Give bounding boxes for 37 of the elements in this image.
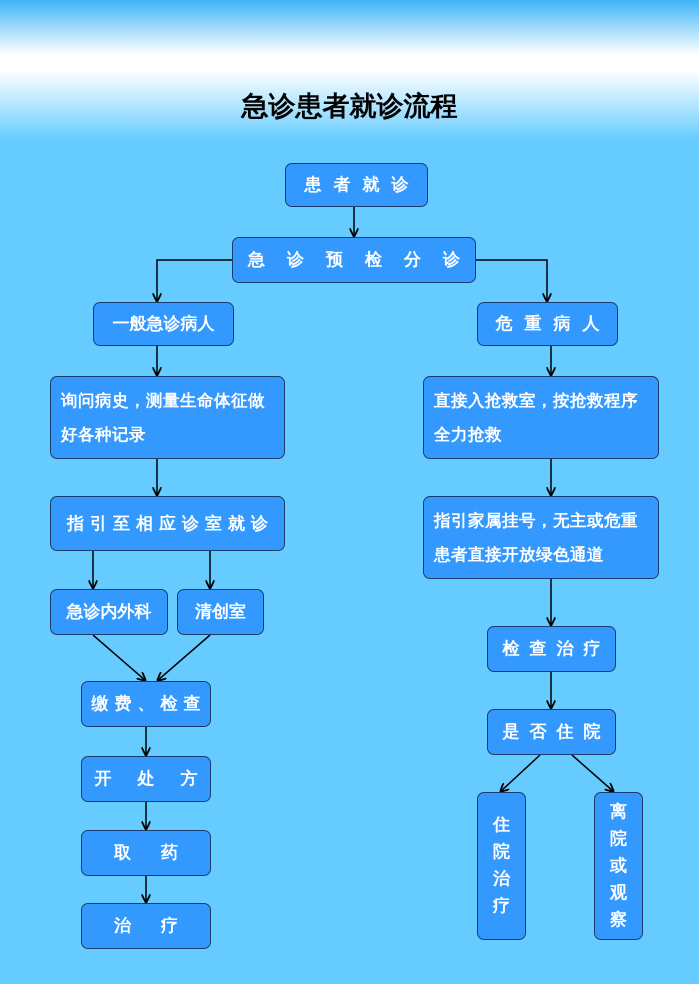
- process-box: 急诊预检分诊: [232, 237, 476, 283]
- arrow: [546, 459, 556, 497]
- arrow: [204, 551, 216, 590]
- arrow: [152, 259, 232, 303]
- process-box: 是否住院: [487, 709, 616, 755]
- arrow: [92, 634, 147, 682]
- process-box: 危重病人: [477, 302, 618, 346]
- process-box: 开处方: [81, 756, 211, 802]
- process-box: 指引至相应诊室就诊: [50, 496, 285, 551]
- process-box: 住院治疗: [477, 792, 526, 940]
- arrow: [88, 551, 98, 590]
- arrow: [546, 672, 556, 710]
- process-box: 指引家属挂号，无主或危重患者直接开放绿色通道: [423, 496, 659, 579]
- arrow: [572, 754, 615, 793]
- arrow: [152, 459, 162, 497]
- arrow: [140, 802, 152, 831]
- process-box: 询问病史，测量生命体征做好各种记录: [50, 376, 285, 459]
- arrow: [140, 876, 152, 904]
- process-box: 清创室: [177, 589, 264, 635]
- arrow: [152, 346, 162, 377]
- title: 急诊患者就诊流程: [240, 90, 458, 124]
- process-box: 一般急诊病人: [93, 302, 234, 346]
- arrow: [546, 579, 556, 627]
- process-box: 直接入抢救室，按抢救程序全力抢救: [423, 376, 659, 459]
- process-box: 取药: [81, 830, 211, 876]
- arrow: [156, 634, 210, 682]
- process-box: 患者就诊: [285, 163, 428, 207]
- arrow: [140, 727, 152, 757]
- arrow: [546, 346, 556, 377]
- process-box: 缴费、检查: [81, 681, 211, 727]
- arrow: [348, 207, 360, 238]
- process-box: 急诊内外科: [50, 589, 168, 635]
- process-box: 离院或观察: [594, 792, 643, 940]
- process-box: 治疗: [81, 903, 211, 949]
- arrow: [476, 259, 552, 303]
- arrow: [499, 754, 540, 793]
- process-box: 检查治疗: [487, 626, 616, 672]
